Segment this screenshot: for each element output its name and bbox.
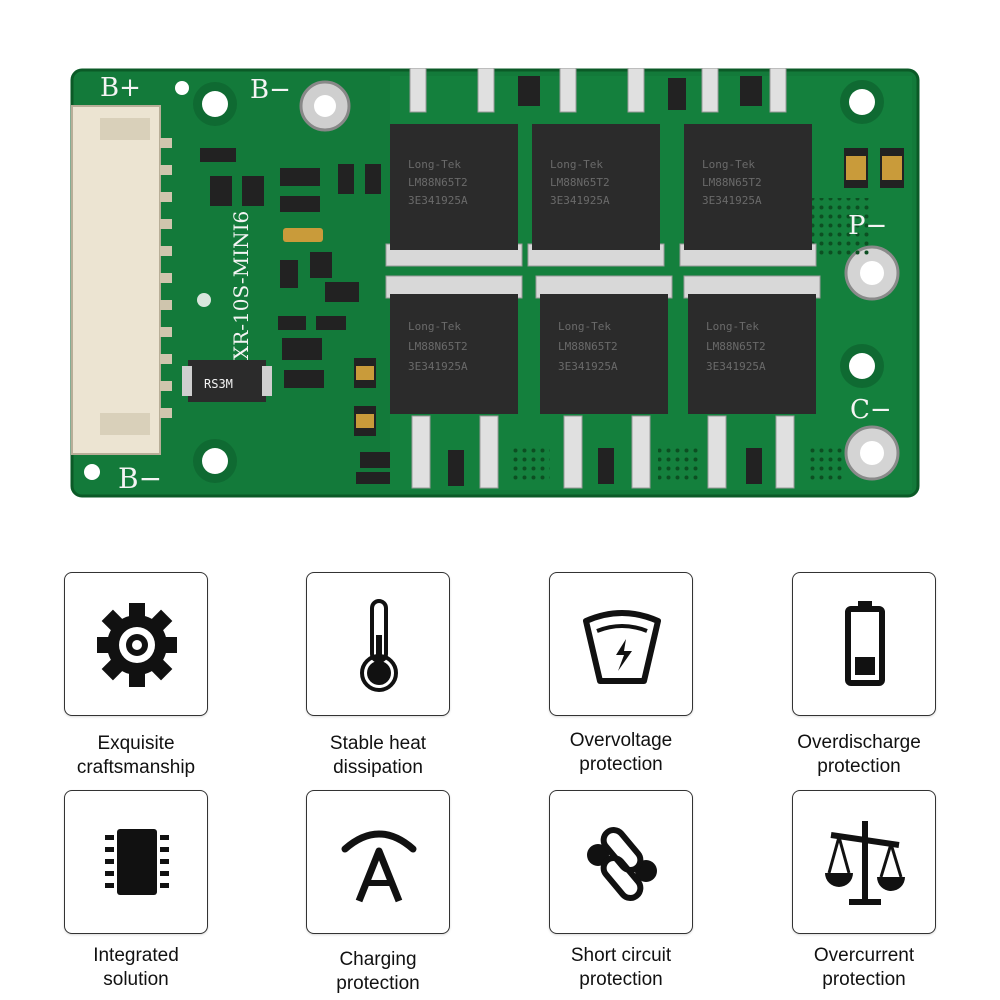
gear-icon bbox=[97, 603, 177, 687]
svg-text:Long-Tek: Long-Tek bbox=[706, 320, 759, 333]
feature-card-integrated bbox=[64, 790, 208, 934]
mosfet: Long-Tek LM88N65T2 3E341925A bbox=[540, 294, 668, 414]
battery-low-icon bbox=[845, 601, 885, 686]
rs3m-diode: RS3M bbox=[182, 360, 272, 402]
feature-card-overdischarge bbox=[792, 572, 936, 716]
label-b-plus: B+ bbox=[100, 73, 141, 103]
c-minus-terminal bbox=[844, 425, 900, 481]
broken-link-icon bbox=[587, 827, 657, 901]
svg-text:LM88N65T2: LM88N65T2 bbox=[408, 340, 468, 353]
svg-text:Long-Tek: Long-Tek bbox=[408, 158, 461, 171]
svg-text:3E341925A: 3E341925A bbox=[408, 194, 468, 207]
svg-text:Long-Tek: Long-Tek bbox=[550, 158, 603, 171]
mounting-hole bbox=[193, 439, 237, 483]
svg-text:3E341925A: 3E341925A bbox=[706, 360, 766, 373]
balance-scale-icon bbox=[825, 821, 905, 905]
thermometer-icon bbox=[360, 599, 398, 692]
svg-text:LM88N65T2: LM88N65T2 bbox=[408, 176, 468, 189]
svg-text:Long-Tek: Long-Tek bbox=[558, 320, 611, 333]
label-b-minus-top: B− bbox=[250, 75, 291, 105]
chip-icon bbox=[105, 829, 169, 895]
mounting-hole bbox=[840, 80, 884, 124]
mosfet: Long-Tek LM88N65T2 3E341925A bbox=[532, 124, 660, 250]
label-c-minus: C− bbox=[850, 395, 892, 425]
svg-text:3E341925A: 3E341925A bbox=[550, 194, 610, 207]
svg-text:Long-Tek: Long-Tek bbox=[702, 158, 755, 171]
b-minus-terminal bbox=[299, 80, 351, 132]
diode-marking: RS3M bbox=[204, 377, 233, 391]
svg-text:LM88N65T2: LM88N65T2 bbox=[706, 340, 766, 353]
feature-card-overvoltage bbox=[549, 572, 693, 716]
board-model-label: XR-10S-MINI6 bbox=[229, 211, 253, 360]
mosfet-array: Long-Tek LM88N65T2 3E341925A Long-Tek LM… bbox=[390, 124, 816, 414]
bms-board-image: RS3M bbox=[70, 68, 920, 498]
mounting-hole bbox=[840, 344, 884, 388]
feature-card-charging bbox=[306, 790, 450, 934]
svg-text:3E341925A: 3E341925A bbox=[702, 194, 762, 207]
mosfet: Long-Tek LM88N65T2 3E341925A bbox=[390, 294, 518, 414]
label-b-minus-bottom: B− bbox=[118, 462, 162, 495]
svg-text:3E341925A: 3E341925A bbox=[558, 360, 618, 373]
mounting-hole bbox=[193, 82, 237, 126]
svg-text:3E341925A: 3E341925A bbox=[408, 360, 468, 373]
svg-text:LM88N65T2: LM88N65T2 bbox=[558, 340, 618, 353]
balance-connector bbox=[71, 105, 172, 455]
mosfet: Long-Tek LM88N65T2 3E341925A bbox=[684, 124, 812, 250]
svg-text:LM88N65T2: LM88N65T2 bbox=[702, 176, 762, 189]
ampere-signal-icon bbox=[341, 830, 417, 903]
label-p-minus: P− bbox=[848, 211, 887, 241]
feature-card-heat bbox=[306, 572, 450, 716]
mosfet: Long-Tek LM88N65T2 3E341925A bbox=[390, 124, 518, 250]
feature-card-overcurrent bbox=[792, 790, 936, 934]
voltage-gauge-icon bbox=[583, 610, 661, 684]
svg-text:LM88N65T2: LM88N65T2 bbox=[550, 176, 610, 189]
bms-board-illustration: RS3M bbox=[70, 68, 920, 498]
p-minus-terminal bbox=[844, 245, 900, 301]
feature-card-short bbox=[549, 790, 693, 934]
mosfet: Long-Tek LM88N65T2 3E341925A bbox=[688, 294, 816, 414]
feature-card-craftsmanship bbox=[64, 572, 208, 716]
svg-text:Long-Tek: Long-Tek bbox=[408, 320, 461, 333]
